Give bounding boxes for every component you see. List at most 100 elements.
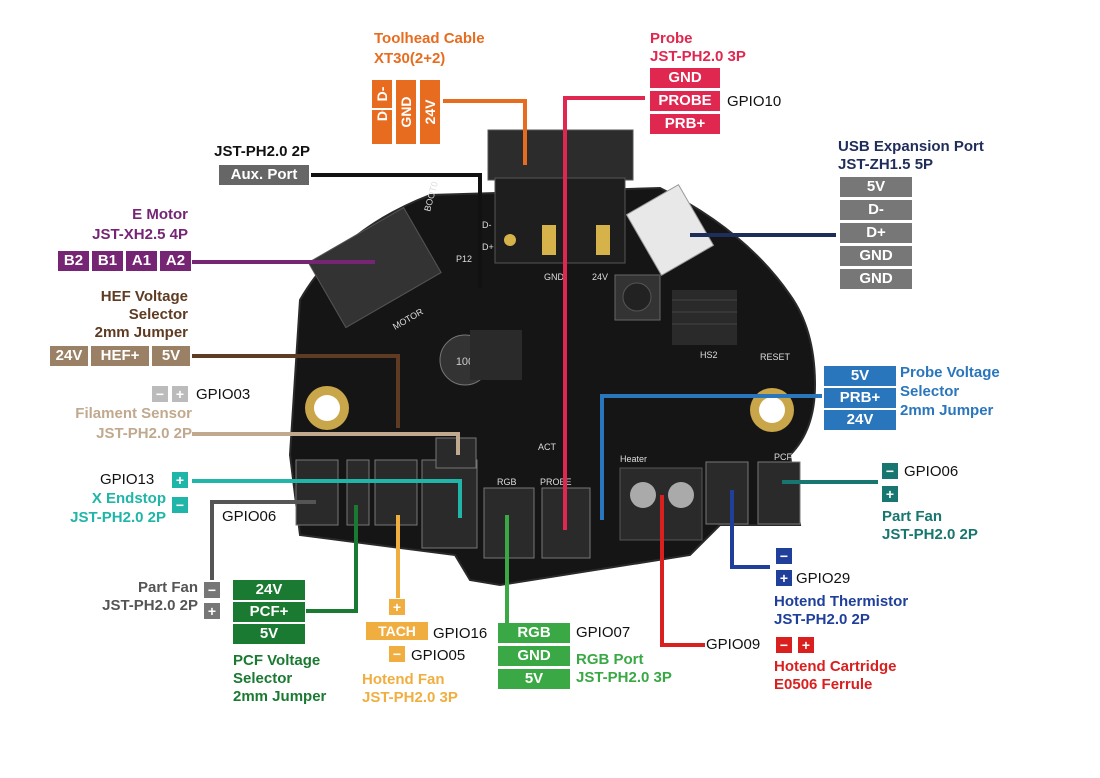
emotor-connector bbox=[307, 206, 442, 329]
filament-title-2: JST-PH2.0 2P bbox=[96, 425, 192, 442]
filament-wire bbox=[192, 432, 460, 455]
left-partfan-title-1: Part Fan bbox=[137, 579, 198, 596]
hotend-cart-title-1: Hotend Cartridge bbox=[774, 658, 897, 675]
xendstop-minus: − bbox=[172, 497, 188, 513]
left-partfan-minus: − bbox=[204, 582, 220, 598]
hef-pin-hef: HEF+ bbox=[91, 346, 149, 366]
xendstop-wire bbox=[192, 479, 462, 518]
probe-voltage-wire bbox=[600, 394, 822, 520]
xendstop-title-1: X Endstop bbox=[91, 490, 166, 507]
usb-title-1: USB Expansion Port bbox=[838, 138, 984, 155]
left-partfan-plus: + bbox=[204, 603, 220, 619]
hotend-cart-wire bbox=[660, 495, 705, 647]
pv-title-2: Selector bbox=[900, 383, 960, 400]
pv-title-1: Probe Voltage bbox=[900, 364, 1000, 381]
pcf-title-2: Selector bbox=[233, 670, 293, 687]
left-partfan-title-2: JST-PH2.0 2P bbox=[102, 597, 198, 614]
emotor-pin-a1: A1 bbox=[126, 251, 157, 271]
svg-text:RGB: RGB bbox=[497, 477, 517, 487]
probe-wire bbox=[563, 96, 645, 530]
hef-wire bbox=[192, 354, 400, 428]
thermistor-gpio: GPIO29 bbox=[796, 570, 851, 587]
hotend-fan-title-1: Hotend Fan bbox=[362, 671, 445, 688]
usb-connector bbox=[625, 184, 715, 276]
rgb-gpio: GPIO07 bbox=[576, 624, 631, 641]
heatsink bbox=[672, 290, 737, 345]
toolhead-pin-24v: 24V bbox=[420, 80, 440, 144]
probe-pin-probe: PROBE bbox=[650, 91, 720, 111]
thermistor-plus: + bbox=[776, 570, 792, 586]
toolhead-title-2: XT30(2+2) bbox=[374, 50, 446, 67]
right-partfan-minus: − bbox=[882, 463, 898, 479]
mounting-hole-right bbox=[750, 388, 794, 432]
hef-title-1: HEF Voltage bbox=[100, 288, 188, 305]
probe-pin-gnd: GND bbox=[650, 68, 720, 88]
rgb-title-1: RGB Port bbox=[576, 651, 644, 668]
toolhead-pin-gnd: GND bbox=[396, 80, 416, 144]
right-partfan-title-1: Part Fan bbox=[882, 508, 943, 525]
svg-text:24V: 24V bbox=[592, 272, 608, 282]
pv-pin-prb: PRB+ bbox=[824, 388, 896, 408]
pcf-title-3: 2mm Jumper bbox=[233, 688, 327, 705]
heatsink-left bbox=[470, 330, 522, 380]
hef-pin-24v: 24V bbox=[50, 346, 88, 366]
svg-text:D+: D+ bbox=[482, 242, 494, 252]
hef-pin-5v: 5V bbox=[152, 346, 190, 366]
aux-wire bbox=[311, 173, 482, 288]
toolhead-wire bbox=[443, 99, 527, 165]
svg-text:ACT: ACT bbox=[538, 442, 557, 452]
svg-text:PCF: PCF bbox=[774, 452, 793, 462]
gpio03-label: GPIO03 bbox=[196, 386, 251, 403]
cap-value: 100 bbox=[456, 356, 474, 368]
pcf-wire bbox=[306, 505, 358, 613]
left-partfan-wire bbox=[210, 500, 316, 580]
hotend-cart-gpio: GPIO09 bbox=[706, 636, 761, 653]
right-partfan-plus: + bbox=[882, 486, 898, 502]
left-partfan-gpio: GPIO06 bbox=[222, 508, 277, 525]
xt30-connector bbox=[487, 129, 634, 264]
svg-text:D-: D- bbox=[482, 220, 492, 230]
hotend-fan-gpio05: GPIO05 bbox=[411, 647, 466, 664]
usb-pin-dplus: D+ bbox=[840, 223, 912, 243]
inductor bbox=[614, 274, 661, 321]
usb-pin-dminus: D- bbox=[840, 200, 912, 220]
pcf-pin-5v: 5V bbox=[233, 624, 305, 644]
filament-title-1: Filament Sensor bbox=[75, 405, 192, 422]
gpio03-minus: − bbox=[152, 386, 168, 402]
thermistor-wire bbox=[730, 490, 770, 569]
xendstop-plus: + bbox=[172, 472, 188, 488]
hef-title-3: 2mm Jumper bbox=[94, 324, 188, 341]
mounting-hole-left bbox=[305, 386, 349, 430]
pv-title-3: 2mm Jumper bbox=[900, 402, 994, 419]
pcf-pin-pcf: PCF+ bbox=[233, 602, 305, 622]
xendstop-gpio: GPIO13 bbox=[100, 471, 155, 488]
rgb-pin-rgb: RGB bbox=[498, 623, 570, 643]
svg-text:RESET: RESET bbox=[760, 352, 791, 362]
probe-title-2: JST-PH2.0 3P bbox=[650, 48, 746, 65]
hef-title-2: Selector bbox=[128, 306, 188, 323]
hotend-fan-title-2: JST-PH2.0 3P bbox=[362, 689, 458, 706]
emotor-pin-b1: B1 bbox=[92, 251, 123, 271]
svg-text:Heater: Heater bbox=[620, 454, 647, 464]
gpio03-plus: + bbox=[172, 386, 188, 402]
emotor-pin-a2: A2 bbox=[160, 251, 191, 271]
pv-pin-5v: 5V bbox=[824, 366, 896, 386]
hotend-fan-minus: − bbox=[389, 646, 405, 662]
thermistor-title-2: JST-PH2.0 2P bbox=[774, 611, 870, 628]
pcf-pin-24v: 24V bbox=[233, 580, 305, 600]
hotend-fan-tach: TACH bbox=[366, 622, 428, 640]
hotend-cart-minus: − bbox=[776, 637, 792, 653]
aux-pin: Aux. Port bbox=[219, 165, 309, 185]
toolhead-title-1: Toolhead Cable bbox=[374, 30, 485, 47]
svg-text:P12: P12 bbox=[456, 254, 472, 264]
usb-pin-5v: 5V bbox=[840, 177, 912, 197]
bottom-connectors bbox=[295, 437, 801, 559]
rgb-title-2: JST-PH2.0 3P bbox=[576, 669, 672, 686]
hotend-fan-gpio16: GPIO16 bbox=[433, 625, 488, 642]
rgb-pin-gnd: GND bbox=[498, 646, 570, 666]
usb-title-2: JST-ZH1.5 5P bbox=[838, 156, 934, 173]
emotor-title-1: E Motor bbox=[132, 206, 188, 223]
rgb-pin-5v: 5V bbox=[498, 669, 570, 689]
probe-gpio: GPIO10 bbox=[727, 93, 782, 110]
